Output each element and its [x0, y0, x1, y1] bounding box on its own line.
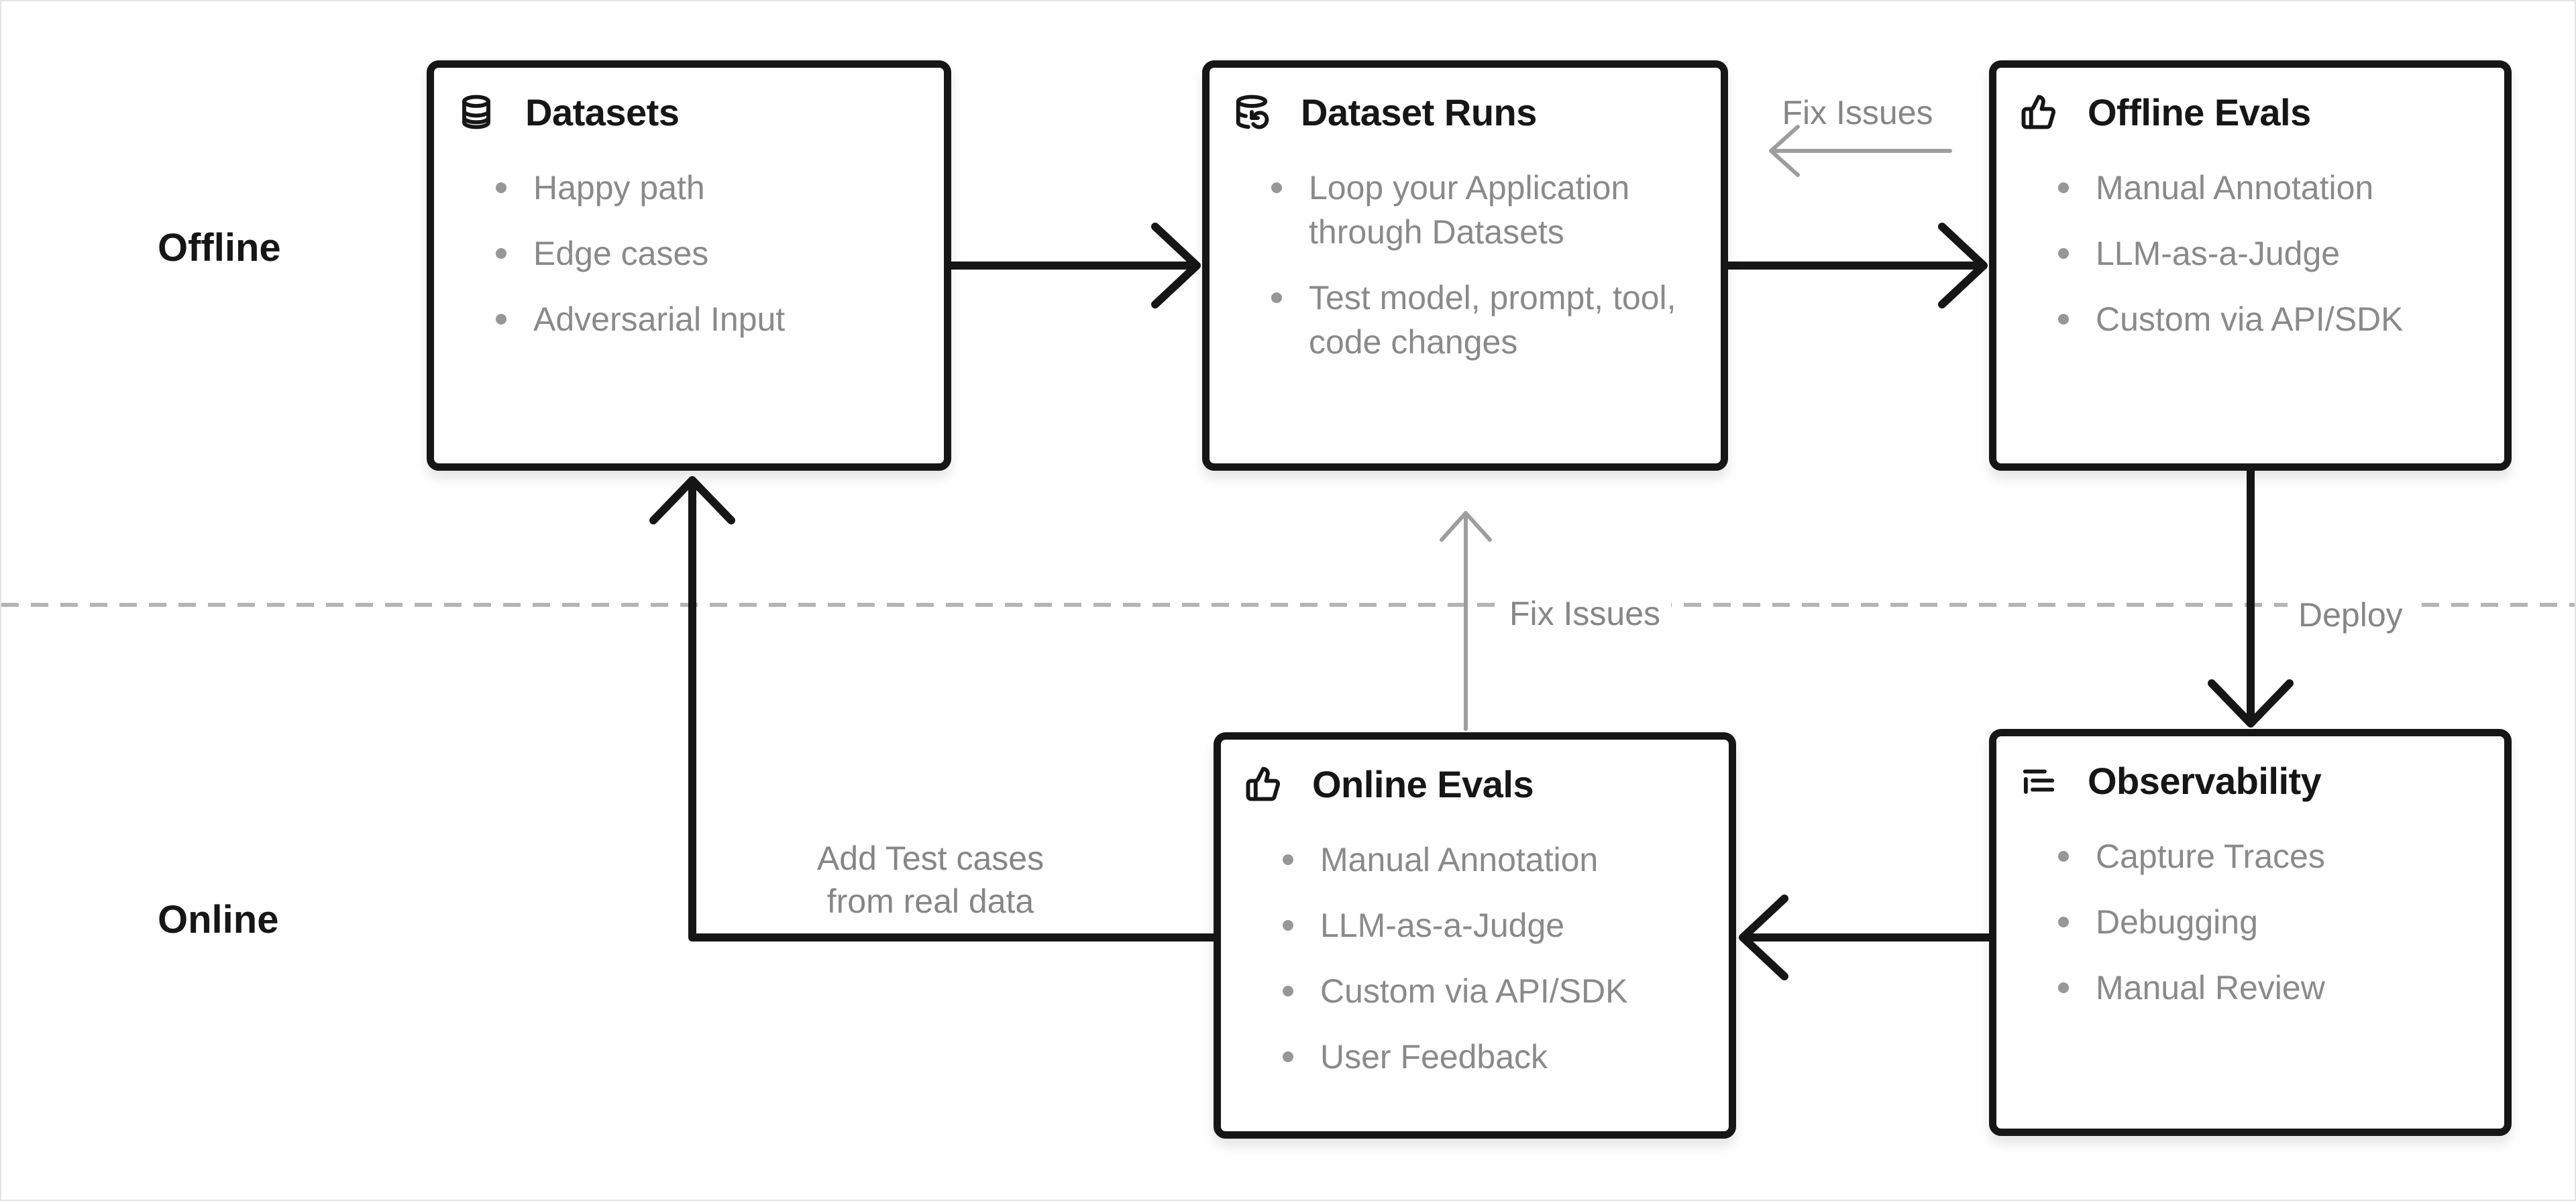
- thumbs-up-icon: [2021, 94, 2057, 130]
- arrow-observability-to-online-evals: [1739, 895, 1993, 980]
- database-refresh-icon: [1234, 94, 1270, 130]
- list-item: Manual Review: [2021, 966, 2480, 1010]
- online-evals-card: Online Evals Manual Annotation LLM-as-a-…: [1214, 732, 1736, 1139]
- list-item: Capture Traces: [2021, 834, 2480, 878]
- list-item: Adversarial Input: [458, 297, 920, 341]
- offline-evals-card-header: Offline Evals: [2021, 91, 2480, 133]
- dataset-runs-card-list: Loop your Application through Datasets T…: [1234, 166, 1697, 364]
- list-item: Manual Annotation: [1245, 838, 1705, 882]
- observability-card-header: Observability: [2021, 759, 2480, 802]
- arrow-datasets-to-dataset-runs: [947, 223, 1201, 308]
- list-item: LLM-as-a-Judge: [1245, 903, 1705, 948]
- card-title: Dataset Runs: [1301, 91, 1537, 133]
- list-item: Debugging: [2021, 900, 2480, 944]
- list-item: User Feedback: [1245, 1035, 1705, 1079]
- arrow-offline-evals-to-observability: [2208, 467, 2294, 728]
- card-title: Online Evals: [1312, 762, 1534, 805]
- list-item: Happy path: [458, 166, 920, 210]
- thumbs-up-icon: [1245, 766, 1281, 802]
- fix-issues-label-top: Fix Issues: [1782, 94, 1933, 131]
- dataset-runs-card: Dataset Runs Loop your Application throu…: [1202, 60, 1728, 471]
- list-item: LLM-as-a-Judge: [2021, 231, 2480, 276]
- list-item: Edge cases: [458, 231, 920, 276]
- offline-section-label: Offline: [158, 226, 281, 270]
- card-title: Datasets: [525, 91, 680, 133]
- datasets-card-header: Datasets: [458, 91, 920, 133]
- online-evals-card-header: Online Evals: [1245, 762, 1705, 805]
- fix-issues-label-middle: Fix Issues: [1499, 591, 1672, 636]
- deploy-label: Deploy: [2288, 592, 2414, 638]
- offline-evals-card: Offline Evals Manual Annotation LLM-as-a…: [1989, 60, 2512, 471]
- list-item: Loop your Application through Datasets: [1234, 166, 1697, 254]
- list-item: Custom via API/SDK: [2021, 297, 2480, 341]
- arrow-dataset-runs-to-offline-evals: [1724, 223, 1988, 308]
- datasets-card: Datasets Happy path Edge cases Adversari…: [427, 60, 951, 471]
- gray-arrow-fix-issues-online: [1440, 511, 1492, 731]
- observability-card-list: Capture Traces Debugging Manual Review: [2021, 834, 2480, 1010]
- offline-evals-card-list: Manual Annotation LLM-as-a-Judge Custom …: [2021, 166, 2480, 341]
- card-title: Offline Evals: [2088, 91, 2311, 133]
- card-title: Observability: [2088, 759, 2322, 802]
- list-item: Manual Annotation: [2021, 166, 2480, 210]
- gray-arrow-fix-issues-offline: [1769, 125, 1952, 177]
- add-test-cases-line-2: from real data: [826, 882, 1034, 920]
- observability-card: Observability Capture Traces Debugging M…: [1989, 729, 2512, 1136]
- database-icon: [458, 94, 494, 130]
- online-evals-card-list: Manual Annotation LLM-as-a-Judge Custom …: [1245, 838, 1705, 1079]
- add-test-cases-label: Add Test cases from real data: [722, 837, 1138, 923]
- dataset-runs-card-header: Dataset Runs: [1234, 91, 1697, 133]
- add-test-cases-line-1: Add Test cases: [816, 840, 1044, 877]
- logs-icon: [2021, 762, 2057, 799]
- datasets-card-list: Happy path Edge cases Adversarial Input: [458, 166, 920, 341]
- arrow-online-evals-to-datasets: [649, 476, 1218, 941]
- list-item: Custom via API/SDK: [1245, 969, 1705, 1013]
- list-item: Test model, prompt, tool, code changes: [1234, 276, 1697, 364]
- online-section-label: Online: [158, 898, 279, 941]
